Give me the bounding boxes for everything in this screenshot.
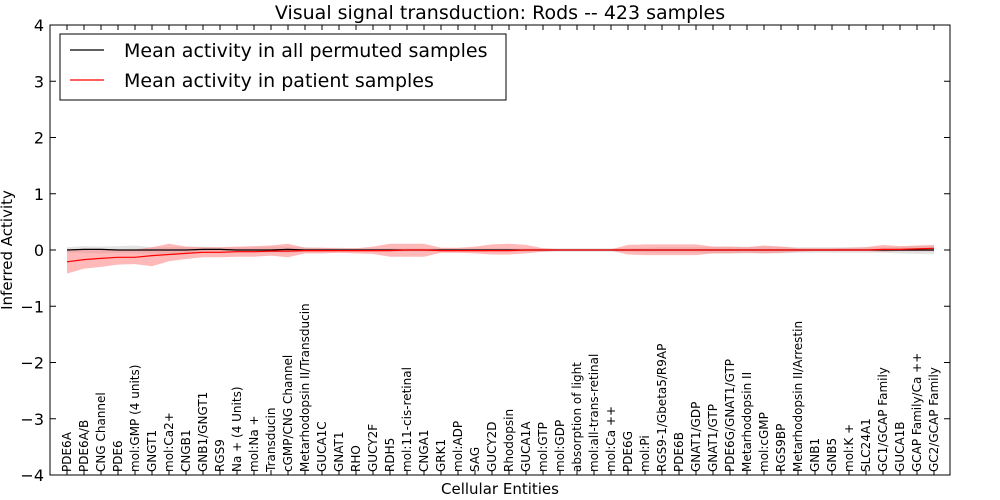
x-tick-label: mol:cGMP — [757, 412, 771, 472]
x-tick-label: GUCA1B — [893, 421, 907, 472]
x-tick-label: PDE6 — [111, 440, 125, 472]
x-tick-label: GNB1/GNGT1 — [196, 392, 210, 472]
confidence-bands — [67, 243, 934, 274]
legend-box — [59, 33, 507, 101]
x-tick-label: RHO — [349, 445, 363, 472]
x-tick-label: mol:ADP — [451, 421, 465, 472]
x-tick-label: PDE6A — [60, 431, 74, 472]
series-lines — [66, 247, 935, 263]
chart-title: Visual signal transduction: Rods -- 423 … — [275, 2, 725, 24]
x-tick-label: GNB5 — [825, 438, 839, 472]
x-tick-label: mol:Pi — [638, 435, 652, 472]
x-tick-label: GNB1 — [808, 438, 822, 472]
x-tick-label: GNAT1/GTP — [706, 404, 720, 472]
x-tick-label: Transducin — [264, 408, 278, 473]
x-tick-label: GNGT1 — [145, 430, 159, 472]
y-tick-label: −4 — [20, 466, 44, 485]
x-tick-label: mol:GTP — [536, 422, 550, 472]
x-tick-label: absorption of light — [570, 362, 584, 472]
x-tick-label: RGS9 — [213, 439, 227, 472]
x-tick-label: RGS9BP — [774, 424, 788, 472]
x-tick-label: Na + (4 Units) — [230, 386, 244, 472]
x-tick-label: SLC24A1 — [859, 418, 873, 472]
x-tick-label: mol:Ca2+ — [162, 412, 176, 472]
x-tick-label: mol:K + — [842, 424, 856, 472]
x-tick-label: RDH5 — [383, 438, 397, 472]
y-tick-label: 3 — [34, 72, 44, 91]
y-tick-label: 4 — [34, 16, 44, 35]
x-tick-label: mol:Na + — [247, 415, 261, 472]
x-tick-label: GCAP Family/Ca ++ — [910, 353, 924, 472]
legend-label-permuted: Mean activity in all permuted samples — [124, 40, 487, 62]
x-tick-label: GUCY2D — [485, 422, 499, 472]
x-tick-label: GUCA1A — [519, 421, 533, 472]
x-tick-label: CNG Channel — [94, 392, 108, 472]
y-tick-label: 0 — [34, 241, 44, 260]
x-tick-label: cGMP/CNG Channel — [281, 355, 295, 472]
x-tick-label: GUCA1C — [315, 421, 329, 472]
x-tick-label: mol:all-trans-retinal — [587, 354, 601, 472]
x-tick-label: Rhodopsin — [502, 409, 516, 472]
x-tick-label: RGS9-1/Gbeta5/R9AP — [655, 344, 669, 472]
x-tick-label: SAG — [468, 447, 482, 472]
x-tick-label: GC2/GCAP Family — [927, 367, 941, 472]
x-tick-label: GC1/GCAP Family — [876, 367, 890, 472]
y-axis-label: Inferred Activity — [0, 190, 16, 310]
x-tick-label: mol:Ca ++ — [604, 406, 618, 472]
y-tick-label: 2 — [34, 129, 44, 148]
x-tick-label: GNAT1/GDP — [689, 402, 703, 472]
y-tick-label: −3 — [20, 410, 44, 429]
x-tick-label: mol:GDP — [553, 420, 567, 472]
x-tick-label: mol:11-cis-retinal — [400, 367, 414, 472]
y-tick-label: −1 — [20, 297, 44, 316]
legend-label-patient: Mean activity in patient samples — [124, 70, 434, 92]
x-tick-label: PDE6B — [672, 432, 686, 472]
x-tick-label: mol:GMP (4 units) — [128, 365, 142, 472]
x-tick-label: PDE6A/B — [77, 420, 91, 472]
x-tick-label: Metarhodopsin II/Arrestin — [791, 321, 805, 472]
x-axis-label: Cellular Entities — [441, 480, 559, 498]
x-tick-label: PDE6G — [621, 431, 635, 472]
y-axis-ticks: −4 −3 −2 −1 0 1 2 3 4 — [20, 16, 950, 485]
x-tick-label: PDE6G/GNAT1/GTP — [723, 359, 737, 472]
x-tick-label: CNGB1 — [179, 429, 193, 472]
series-line-1 — [66, 247, 935, 263]
legend: Mean activity in all permuted samples Me… — [59, 33, 507, 101]
y-tick-label: −2 — [20, 354, 44, 373]
x-tick-label: Metarhodopsin II — [740, 372, 754, 472]
x-tick-label: GNAT1 — [332, 431, 346, 472]
x-tick-label: GRK1 — [434, 439, 448, 472]
y-tick-label: 1 — [34, 185, 44, 204]
x-tick-label: GUCY2F — [366, 424, 380, 472]
x-tick-label: Metarhodopsin II/Transducin — [298, 303, 312, 472]
x-tick-label: CNGA1 — [417, 430, 431, 473]
